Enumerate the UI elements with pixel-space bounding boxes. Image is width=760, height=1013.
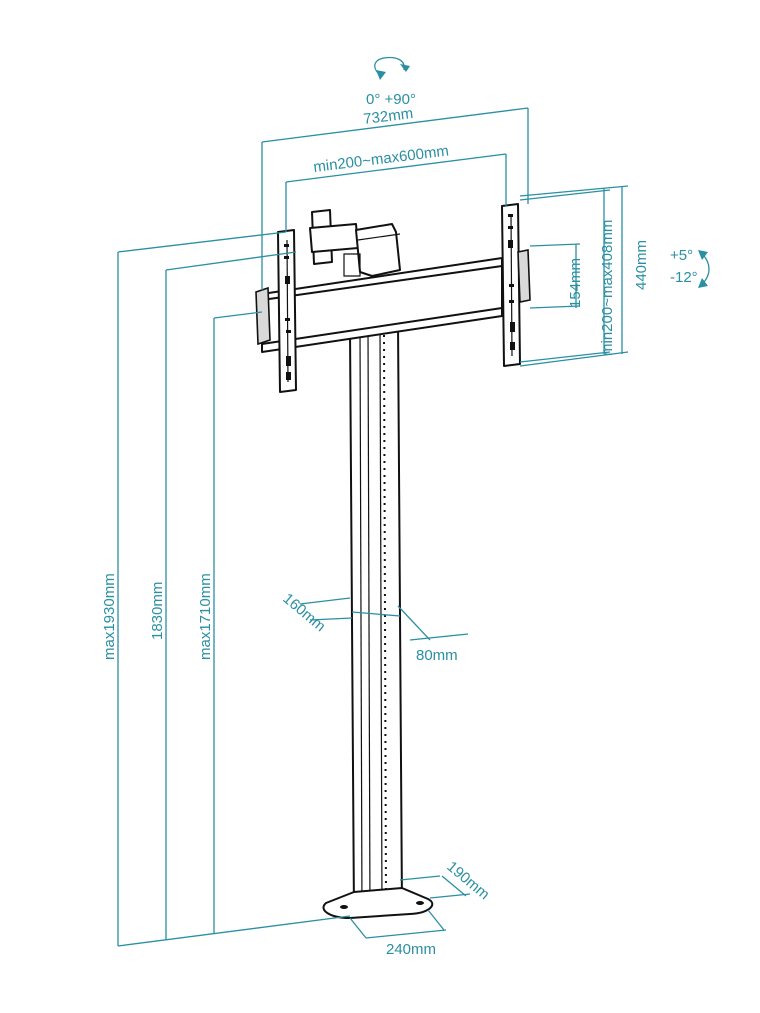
bracket-height-label: 154mm [567, 258, 584, 308]
rotation-label: 0° +90° [366, 91, 416, 108]
tilt-block [355, 223, 401, 277]
floor-stand [322, 321, 434, 919]
width-range-label: min200~max600mm [312, 142, 449, 175]
tilt-down-label: -12° [670, 269, 698, 286]
rotate-arrow-icon [374, 56, 405, 77]
max-height-label: max1930mm [101, 573, 118, 660]
min-height-label: max1710mm [197, 573, 214, 660]
mid-height-label: 1830mm [149, 582, 166, 640]
tilt-up-label: +5° [670, 247, 693, 264]
base-width-label: 240mm [386, 941, 436, 958]
height-range-label: min200~max408mm [599, 220, 616, 356]
dimensions: 0° +90° 732mm min200~max600mm 154mm min2… [101, 56, 710, 958]
height-total-label: 440mm [633, 240, 650, 290]
base-plate [322, 887, 434, 919]
column-width-label: 80mm [416, 647, 458, 664]
mount-head [255, 203, 531, 393]
width-total-label: 732mm [362, 105, 414, 128]
column-depth-label: 160mm [279, 590, 328, 635]
column [349, 321, 403, 915]
